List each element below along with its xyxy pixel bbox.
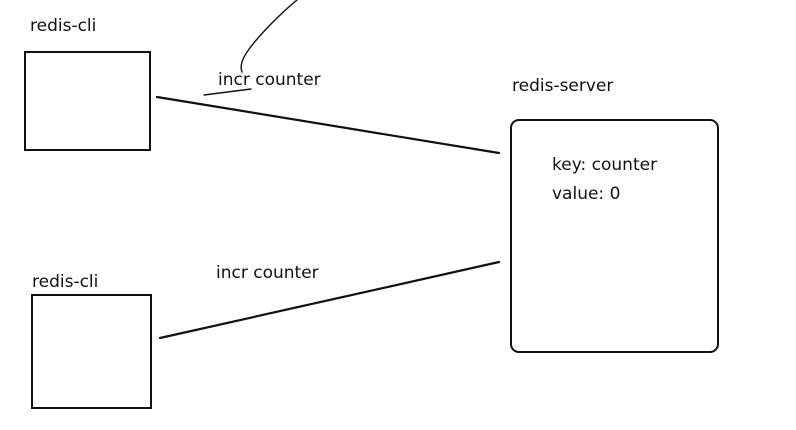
freehand-curve-annotation [240, 0, 298, 73]
edge-bottom-label: incr counter [216, 263, 319, 283]
server-value-text: value: 0 [552, 184, 621, 204]
edge-bottom-line [158, 260, 501, 340]
client-top-box [24, 51, 151, 151]
server-box [510, 119, 719, 353]
client-bottom-label: redis-cli [32, 272, 99, 292]
server-key-text: key: counter [552, 155, 658, 175]
server-label: redis-server [512, 76, 614, 96]
client-bottom-box [31, 294, 152, 409]
freehand-underline-annotation [203, 88, 252, 96]
edge-top-label: incr counter [218, 70, 321, 90]
edge-top-line [155, 95, 501, 155]
client-top-label: redis-cli [30, 16, 97, 36]
